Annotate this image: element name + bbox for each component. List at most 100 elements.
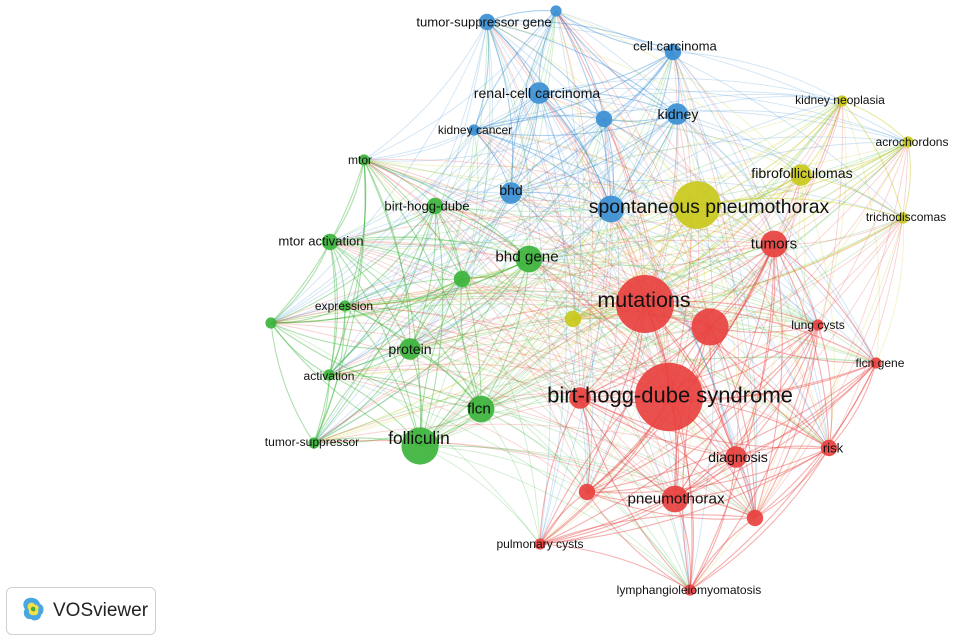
network-link [344, 118, 605, 307]
node-acrochordons[interactable] [902, 136, 914, 148]
node-risk[interactable] [820, 439, 838, 457]
network-link [313, 440, 756, 519]
network-link [539, 118, 608, 545]
network-link [572, 306, 819, 326]
node-blue-unlabeled-1[interactable] [550, 5, 562, 17]
node-kidney-cancer[interactable] [468, 124, 480, 136]
network-link [328, 118, 605, 376]
network-link [363, 159, 463, 280]
node-activation[interactable] [323, 369, 335, 381]
label-mutations: mutations [597, 288, 690, 312]
network-link [586, 456, 737, 493]
node-pneumothorax[interactable] [661, 485, 689, 513]
network-link [644, 303, 877, 364]
network-link [270, 322, 676, 500]
network-link [480, 118, 605, 410]
node-bhd-gene[interactable] [515, 245, 543, 273]
network-link [676, 113, 802, 176]
network-link [270, 289, 646, 324]
node-mutations[interactable] [616, 275, 674, 333]
node-tumor-suppressor[interactable] [308, 437, 320, 449]
network-link [363, 100, 843, 168]
node-red-unlabeled-2[interactable] [569, 387, 591, 409]
node-lymphangioleiomyomatosis[interactable] [684, 584, 696, 596]
network-link [539, 514, 756, 545]
network-link [270, 321, 670, 398]
node-blue-unlabeled-3[interactable] [597, 195, 625, 223]
network-link [344, 305, 830, 449]
node-renal-cell-carcinoma[interactable] [528, 82, 550, 104]
network-link [528, 235, 775, 260]
network-link [486, 21, 514, 194]
network-link [363, 159, 411, 350]
network-link [419, 278, 463, 447]
network-link [344, 51, 674, 307]
network-link [538, 92, 904, 219]
node-red-unlabeled-1[interactable] [691, 308, 729, 346]
node-bhd[interactable] [500, 182, 522, 204]
network-link [555, 10, 877, 364]
node-kidney-neoplasia[interactable] [836, 95, 848, 107]
node-green-unlabeled-2[interactable] [265, 317, 277, 329]
node-folliculin[interactable] [401, 427, 439, 465]
node-flcn[interactable] [467, 395, 495, 423]
network-link [528, 51, 674, 260]
node-birt-hogg-dube-syndrome[interactable] [634, 362, 704, 432]
network-link [473, 115, 605, 131]
node-pulmonary-cysts[interactable] [534, 538, 546, 550]
network-link [689, 517, 756, 591]
node-diagnosis[interactable] [725, 446, 747, 468]
label-risk: risk [823, 441, 844, 456]
network-link [480, 204, 698, 410]
node-lung-cysts[interactable] [812, 319, 824, 331]
network-link [696, 141, 909, 206]
network-link [473, 90, 843, 131]
network-link [473, 129, 676, 500]
vosviewer-logo-icon [19, 595, 47, 628]
network-link [409, 348, 756, 519]
network-link [754, 447, 830, 519]
network-link [480, 318, 574, 410]
network-link [270, 100, 843, 324]
node-cell-carcinoma[interactable] [664, 43, 682, 61]
network-link [480, 408, 756, 519]
node-red-unlabeled-4[interactable] [578, 483, 596, 501]
label-fibrofolliculomas: fibrofolliculomas [751, 165, 852, 181]
network-link [461, 204, 698, 280]
network-link [674, 174, 802, 500]
node-red-unlabeled-3[interactable] [746, 509, 764, 527]
network-link [409, 174, 802, 350]
node-flcn-gene[interactable] [870, 357, 882, 369]
network-link [329, 159, 365, 243]
network-link [841, 100, 880, 364]
network-link [674, 217, 904, 500]
node-mtor[interactable] [358, 154, 370, 166]
node-spontaneous-pneumothorax[interactable] [673, 181, 721, 229]
network-link [555, 10, 711, 328]
network-link [409, 348, 588, 493]
node-mtor-activation[interactable] [321, 233, 339, 251]
network-link [528, 258, 737, 458]
label-birt-hogg-dube-syndrome: birt-hogg-dube syndrome [547, 383, 793, 408]
node-green-unlabeled-1[interactable] [453, 270, 471, 288]
node-yellow-unlabeled-1[interactable] [564, 310, 582, 328]
network-link [329, 241, 670, 398]
node-fibrofolliculomas[interactable] [790, 164, 812, 186]
network-link [828, 141, 909, 449]
node-expression[interactable] [339, 300, 351, 312]
network-link [674, 243, 775, 500]
label-mtor-activation: mtor activation [278, 234, 363, 249]
node-kidney[interactable] [666, 103, 688, 125]
network-link [572, 243, 775, 320]
network-link [419, 51, 674, 447]
node-tumor-suppressor-gene[interactable] [478, 13, 496, 31]
node-blue-unlabeled-2[interactable] [595, 110, 613, 128]
network-link [328, 205, 436, 376]
node-tumors[interactable] [760, 230, 788, 258]
node-trichodiscomas[interactable] [897, 212, 909, 224]
label-protein: protein [388, 341, 431, 357]
node-birt-hogg-dube[interactable] [426, 197, 444, 215]
node-protein[interactable] [399, 338, 421, 360]
network-link [409, 141, 909, 350]
